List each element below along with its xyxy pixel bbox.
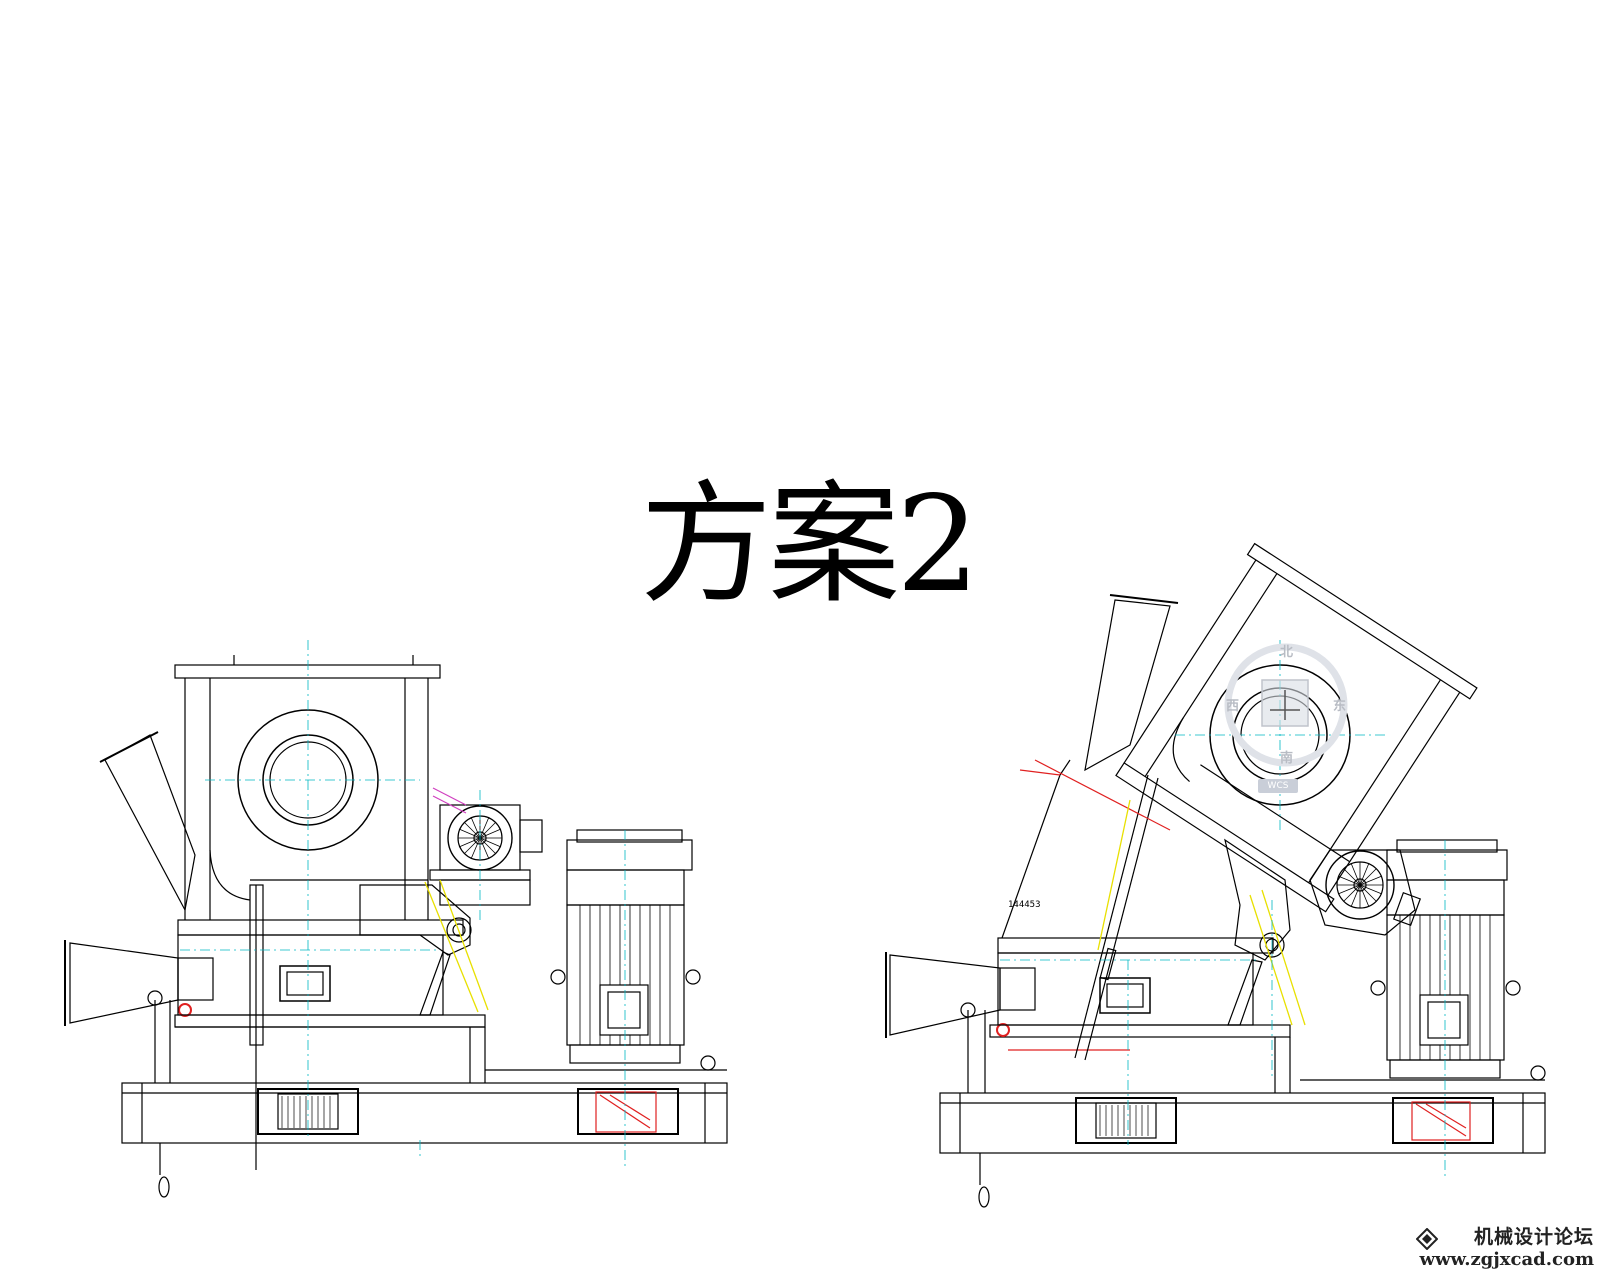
right-machine-drawing	[885, 542, 1546, 1208]
right-small-motor	[1309, 849, 1422, 936]
dimension-label: 144453	[1008, 900, 1041, 910]
compass-south-label: 南	[1280, 751, 1294, 766]
wcs-badge: WCS	[1258, 779, 1298, 793]
left-large-motor	[485, 829, 727, 1071]
page-title: 方案2	[640, 468, 980, 622]
compass-overlay	[1224, 643, 1348, 767]
watermark-url[interactable]: www.zgjxcad.com	[1419, 1249, 1594, 1270]
compass-east-label: 东	[1333, 699, 1347, 714]
left-machine-drawing	[64, 640, 728, 1198]
watermark-site-name: 机械设计论坛	[1473, 1226, 1594, 1248]
right-lever-arm	[1019, 759, 1171, 1061]
forum-logo-icon	[1416, 1228, 1438, 1250]
site-watermark: 机械设计论坛 www.zgjxcad.com	[1414, 1222, 1594, 1276]
right-large-motor	[1300, 839, 1546, 1081]
right-base-frame	[939, 1092, 1546, 1208]
compass-north-label: 北	[1280, 645, 1294, 660]
left-small-motor	[429, 787, 543, 906]
compass-west-label: 西	[1226, 699, 1240, 714]
left-base-frame	[121, 1082, 728, 1198]
